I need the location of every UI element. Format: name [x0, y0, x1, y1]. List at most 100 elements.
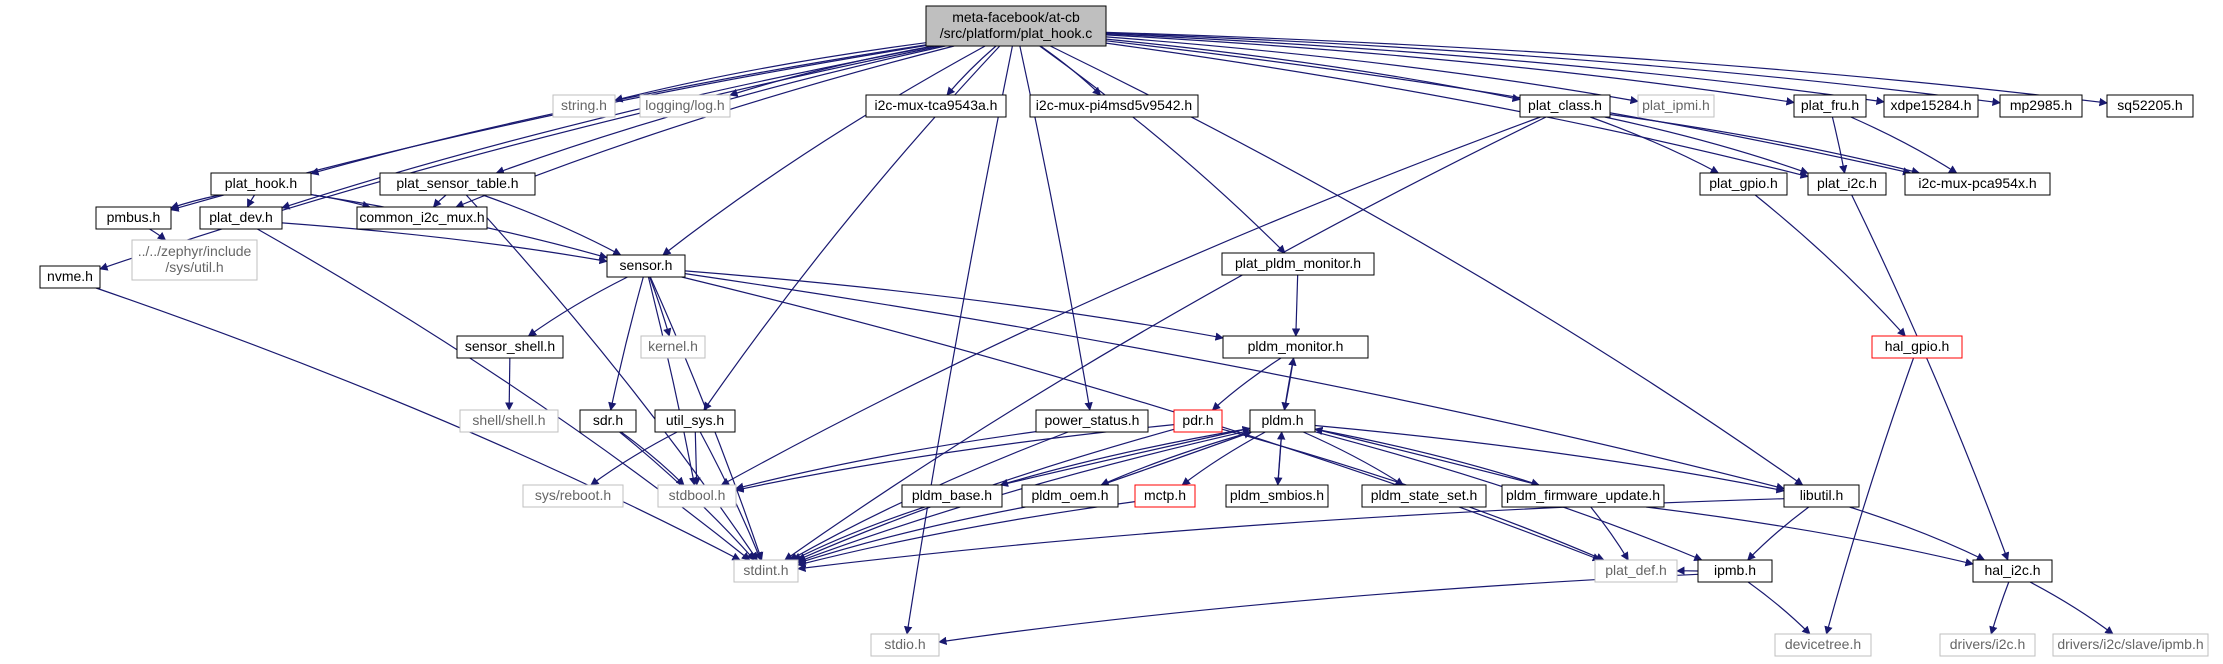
node-box	[2106, 94, 2194, 118]
node-pldm_smbios[interactable]: pldm_smbios.h	[1225, 484, 1329, 508]
edge-pldm-to-libutil	[1314, 424, 1785, 494]
edge-util_sys-to-sys_reboot	[590, 431, 678, 486]
node-label: plat_fru.h	[1801, 97, 1859, 113]
node-box	[1793, 94, 1867, 118]
node-drivers_ipmb: drivers/i2c/slave/ipmb.h	[2052, 633, 2209, 657]
node-box	[1225, 484, 1329, 508]
node-sdr[interactable]: sdr.h	[579, 409, 637, 433]
node-label: plat_hook.h	[225, 175, 297, 191]
edge-pdr-to-stdbool	[735, 423, 1175, 493]
node-plat_pldm_monitor[interactable]: plat_pldm_monitor.h	[1221, 252, 1375, 276]
node-plat_fru[interactable]: plat_fru.h	[1793, 94, 1867, 118]
edge-root-to-plat_hook	[310, 44, 927, 176]
edge-pldm_fw-to-hal_i2c	[1645, 506, 1974, 567]
node-label: sensor_shell.h	[465, 338, 555, 354]
node-label: /src/platform/plat_hook.c	[940, 25, 1093, 41]
node-box	[1134, 484, 1196, 508]
node-hal_i2c[interactable]: hal_i2c.h	[1972, 559, 2053, 583]
edge-root-to-i2c_tca	[946, 45, 997, 96]
node-box	[1871, 335, 1963, 359]
node-hal_gpio[interactable]: hal_gpio.h	[1871, 335, 1963, 359]
edge-plat_sensor_table-to-sensor	[482, 194, 622, 256]
node-pldm_fw[interactable]: pldm_firmware_update.h	[1501, 484, 1665, 508]
node-box	[199, 206, 283, 230]
node-box	[654, 409, 736, 433]
node-stdio: stdio.h	[870, 633, 940, 657]
node-plat_gpio[interactable]: plat_gpio.h	[1699, 172, 1788, 196]
node-sensor[interactable]: sensor.h	[606, 254, 686, 278]
node-power_status[interactable]: power_status.h	[1035, 409, 1149, 433]
node-sq52205[interactable]: sq52205.h	[2106, 94, 2194, 118]
edge-root-to-plat_fru	[1105, 34, 1795, 106]
node-box	[1939, 633, 2036, 657]
edge-libutil-to-ipmb	[1747, 506, 1810, 561]
edge-pldm_fw-to-pldm	[1314, 426, 1540, 486]
edge-root-to-logging	[729, 45, 934, 97]
edge-plat_hook-to-pmbus	[170, 194, 220, 210]
node-sensor_shell[interactable]: sensor_shell.h	[456, 335, 564, 359]
node-drivers_i2c: drivers/i2c.h	[1939, 633, 2036, 657]
node-ipmb[interactable]: ipmb.h	[1697, 559, 1773, 583]
edge-sensor-to-pldm_monitor	[684, 270, 1224, 341]
edge-pldm-to-pldm_monitor	[1283, 357, 1297, 411]
edge-plat_class-to-plat_i2c	[1604, 116, 1809, 175]
edge-pldm_oem-to-stdint	[797, 506, 1026, 565]
edge-sdr-to-stdbool	[620, 431, 685, 486]
node-pldm_state_set[interactable]: pldm_state_set.h	[1361, 484, 1487, 508]
node-plat_dev[interactable]: plat_dev.h	[199, 206, 283, 230]
node-plat_class[interactable]: plat_class.h	[1519, 94, 1611, 118]
node-mp2985[interactable]: mp2985.h	[1999, 94, 2083, 118]
node-i2c_pca[interactable]: i2c-mux-pca954x.h	[1904, 172, 2051, 196]
node-box	[1501, 484, 1665, 508]
node-xdpe[interactable]: xdpe15284.h	[1883, 94, 1979, 118]
node-box	[640, 335, 706, 359]
node-box	[131, 239, 258, 281]
node-pldm[interactable]: pldm.h	[1249, 409, 1316, 433]
node-label: stdbool.h	[669, 487, 726, 503]
edge-sensor-to-sensor_shell	[527, 276, 628, 337]
node-label: libutil.h	[1800, 487, 1844, 503]
edge-plat_class-to-stdint	[784, 116, 1547, 561]
edge-plat_sensor_table-to-common_i2c_mux	[432, 194, 447, 208]
nodes-layer: meta-facebook/at-cb/src/platform/plat_ho…	[39, 5, 2209, 657]
edge-pldm_oem-to-pldm	[1100, 430, 1253, 486]
edge-plat_gpio-to-hal_gpio	[1754, 194, 1906, 337]
edge-plat_fru-to-i2c_pca	[1850, 116, 1958, 174]
node-pldm_base[interactable]: pldm_base.h	[901, 484, 1003, 508]
edge-root-to-sq52205	[1105, 31, 2108, 107]
node-nvme[interactable]: nvme.h	[39, 265, 101, 289]
node-plat_hook[interactable]: plat_hook.h	[210, 172, 312, 196]
node-label: plat_pldm_monitor.h	[1235, 255, 1361, 271]
edge-root-to-plat_pldm_monitor	[1039, 45, 1286, 254]
node-root[interactable]: meta-facebook/at-cb/src/platform/plat_ho…	[925, 5, 1107, 47]
edge-plat_class-to-stdbool	[720, 116, 1541, 486]
edge-pldm-to-pldm_oem	[1100, 431, 1252, 486]
edge-plat_sensor_table-to-stdint	[465, 194, 758, 561]
node-plat_i2c[interactable]: plat_i2c.h	[1807, 172, 1887, 196]
node-box	[925, 5, 1107, 47]
node-label: pldm.h	[1261, 412, 1303, 428]
edge-sensor-to-sdr	[608, 276, 644, 411]
node-label: i2c-mux-pca954x.h	[1918, 175, 2036, 191]
node-stdbool: stdbool.h	[657, 484, 737, 508]
node-label: mp2985.h	[2010, 97, 2072, 113]
node-pdr[interactable]: pdr.h	[1173, 409, 1223, 433]
edge-ipmb-to-devicetree	[1747, 581, 1811, 635]
node-util_sys[interactable]: util_sys.h	[654, 409, 736, 433]
node-plat_sensor_table[interactable]: plat_sensor_table.h	[379, 172, 536, 196]
node-label: pldm_base.h	[912, 487, 992, 503]
edge-sensor-to-stdbool	[647, 276, 698, 486]
node-mctp[interactable]: mctp.h	[1134, 484, 1196, 508]
node-pmbus[interactable]: pmbus.h	[95, 206, 172, 230]
node-box	[1807, 172, 1887, 196]
node-box	[1697, 559, 1773, 583]
node-i2c_pi4[interactable]: i2c-mux-pi4msd5v9542.h	[1029, 94, 1199, 118]
node-pldm_oem[interactable]: pldm_oem.h	[1021, 484, 1119, 508]
node-label: ../../zephyr/include	[138, 243, 252, 259]
edge-sensor_shell-to-shell	[505, 357, 514, 411]
node-i2c_tca[interactable]: i2c-mux-tca9543a.h	[865, 94, 1007, 118]
node-label: pldm_firmware_update.h	[1506, 487, 1660, 503]
node-pldm_monitor[interactable]: pldm_monitor.h	[1222, 335, 1369, 359]
node-libutil[interactable]: libutil.h	[1783, 484, 1860, 508]
node-common_i2c_mux[interactable]: common_i2c_mux.h	[356, 206, 488, 230]
